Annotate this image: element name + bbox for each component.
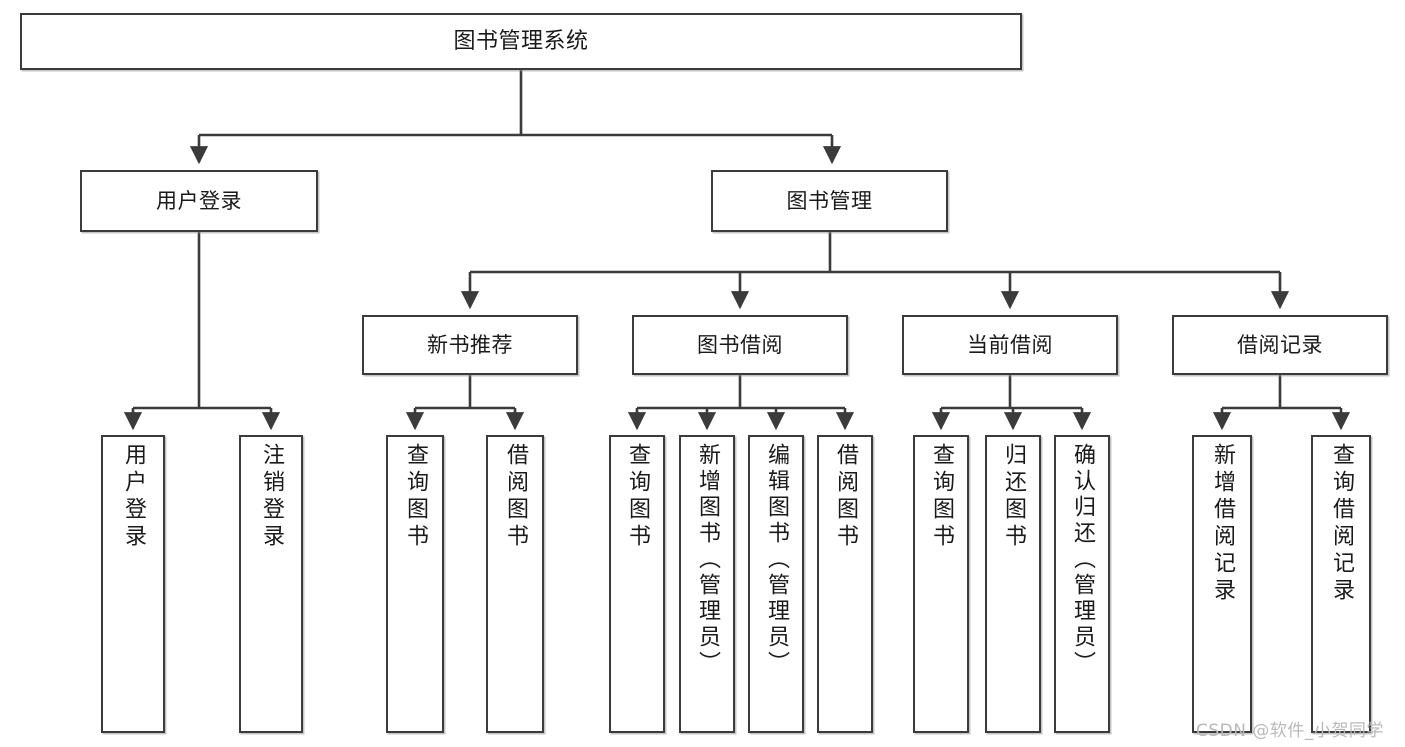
watermark-text: CSDN @软件_小贺同学 — [1196, 721, 1384, 741]
node-label: 查询图书 — [929, 443, 954, 551]
node-records-add-record[interactable]: 新增借阅记录 — [1192, 435, 1252, 733]
node-user-login-do[interactable]: 用户登录 — [101, 435, 165, 733]
node-label: 新书推荐 — [427, 332, 513, 357]
node-label: 用户登录 — [156, 188, 242, 213]
node-label: 图书借阅 — [697, 332, 783, 357]
node-label: 查询图书 — [625, 443, 650, 551]
node-label: 图书管理 — [786, 188, 873, 213]
node-new-book-recommend[interactable]: 新书推荐 — [362, 315, 578, 375]
node-label: 注销登录 — [259, 443, 284, 551]
node-borrow-borrow-book[interactable]: 借阅图书 — [817, 435, 873, 733]
node-root[interactable]: 图书管理系统 — [20, 13, 1022, 70]
node-label: 查询借阅记录 — [1329, 443, 1354, 605]
node-label: 查询图书 — [403, 443, 428, 551]
node-current-query-book[interactable]: 查询图书 — [913, 435, 969, 733]
node-borrow-edit-book-admin[interactable]: 编辑图书（管理员） — [748, 435, 804, 733]
node-label: 编辑图书（管理员） — [764, 443, 789, 677]
node-user-login[interactable]: 用户登录 — [80, 170, 318, 232]
node-current-return-book[interactable]: 归还图书 — [985, 435, 1041, 733]
node-label: 归还图书 — [1001, 443, 1026, 551]
node-book-borrow[interactable]: 图书借阅 — [632, 315, 848, 375]
node-label: 借阅图书 — [503, 443, 528, 551]
node-label: 当前借阅 — [967, 332, 1053, 357]
node-label: 借阅记录 — [1237, 332, 1323, 357]
node-current-confirm-return-admin[interactable]: 确认归还（管理员） — [1054, 435, 1110, 733]
node-borrow-records[interactable]: 借阅记录 — [1172, 315, 1388, 375]
node-label: 用户登录 — [121, 443, 146, 551]
node-records-query-record[interactable]: 查询借阅记录 — [1311, 435, 1371, 733]
node-recommend-borrow-book[interactable]: 借阅图书 — [486, 435, 544, 733]
node-label: 新增图书（管理员） — [695, 443, 720, 677]
node-label: 新增借阅记录 — [1210, 443, 1235, 605]
node-user-logout[interactable]: 注销登录 — [239, 435, 303, 733]
node-current-borrow[interactable]: 当前借阅 — [902, 315, 1118, 375]
node-label: 图书管理系统 — [453, 28, 589, 54]
node-borrow-add-book-admin[interactable]: 新增图书（管理员） — [679, 435, 735, 733]
node-book-management[interactable]: 图书管理 — [711, 170, 948, 232]
node-recommend-query-book[interactable]: 查询图书 — [386, 435, 444, 733]
node-borrow-query-book[interactable]: 查询图书 — [609, 435, 665, 733]
node-label: 借阅图书 — [833, 443, 858, 551]
node-label: 确认归还（管理员） — [1070, 443, 1095, 677]
